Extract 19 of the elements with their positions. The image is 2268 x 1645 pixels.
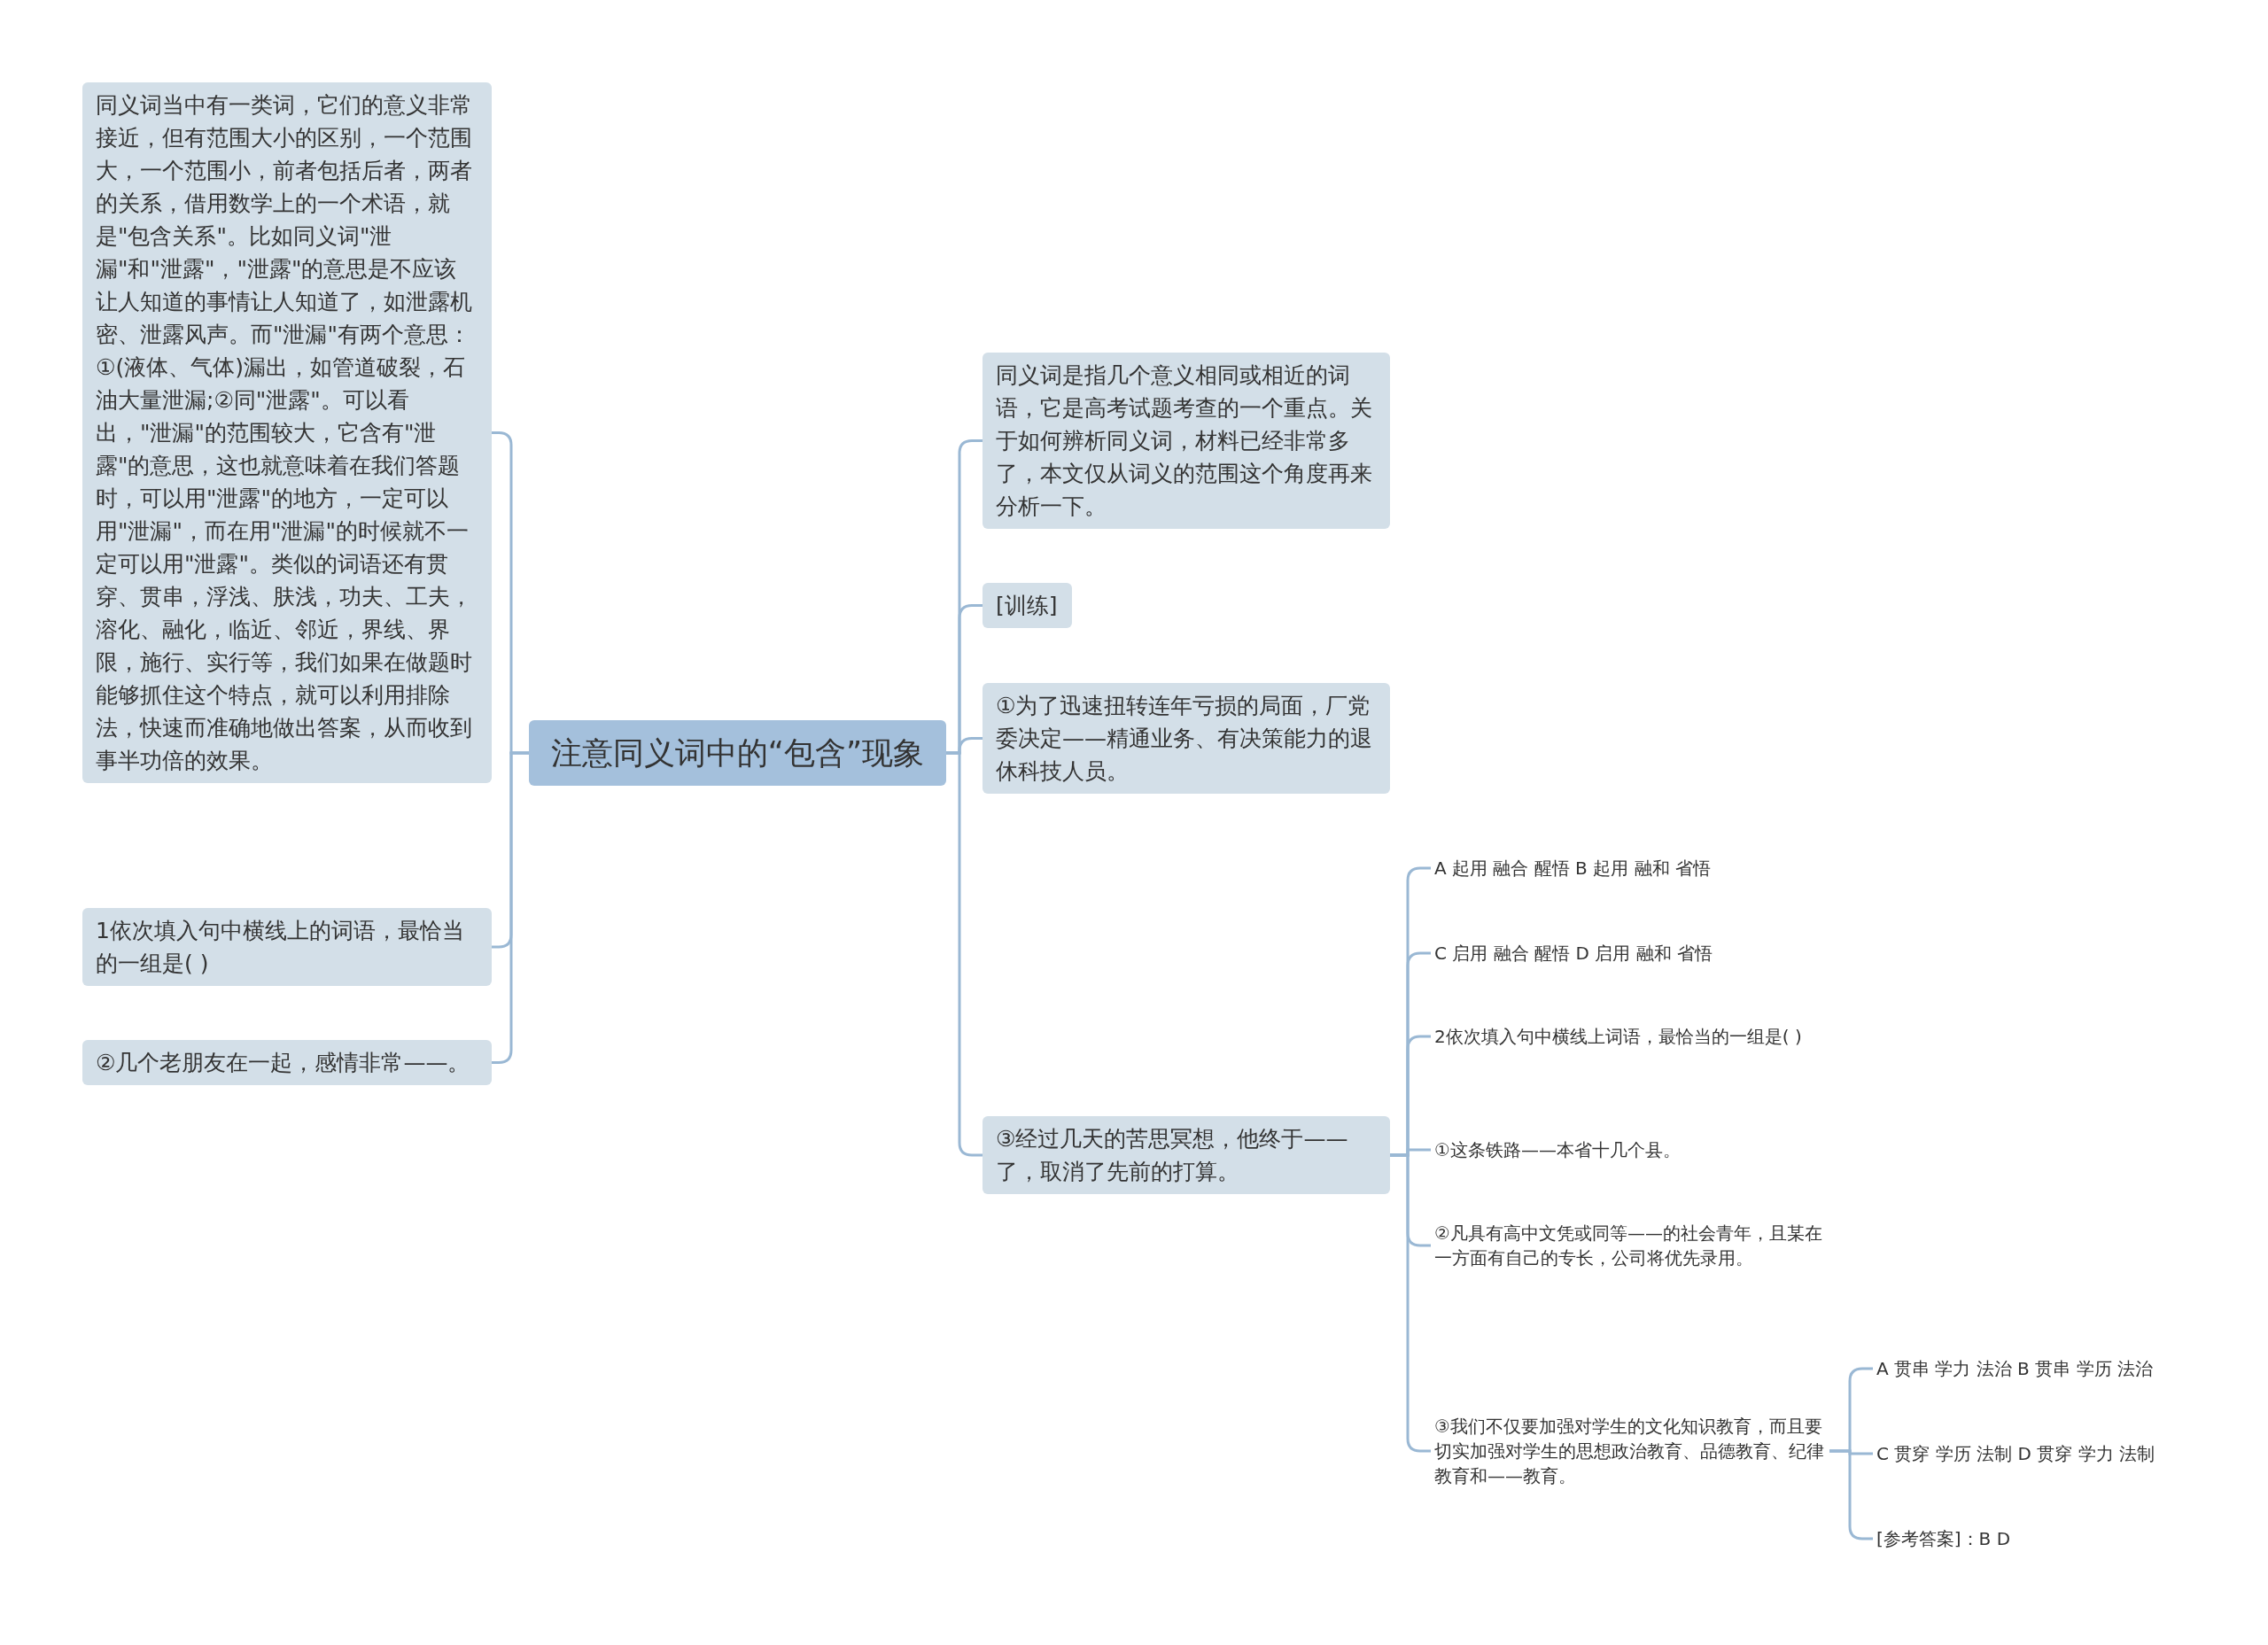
topic-text: A 起用 融合 醒悟 B 起用 融和 省悟 bbox=[1431, 852, 1803, 884]
topic-text: 2依次填入句中横线上词语，最恰当的一组是( ) bbox=[1431, 1020, 1829, 1052]
topic-text: C 启用 融合 醒悟 D 启用 融和 省悟 bbox=[1431, 937, 1803, 969]
topic-text: A 贯串 学力 法治 B 贯串 学历 法治 bbox=[1873, 1353, 2245, 1385]
central-topic: 注意同义词中的“包含”现象 bbox=[529, 720, 946, 786]
connector-line bbox=[946, 751, 983, 1157]
topic-box: ①为了迅速扭转连年亏损的局面，厂党委决定——精通业务、有决策能力的退休科技人员。 bbox=[983, 683, 1390, 794]
connector-line bbox=[492, 751, 529, 1064]
topic-text: C 贯穿 学历 法制 D 贯穿 学力 法制 bbox=[1873, 1438, 2245, 1470]
topic-box: ③经过几天的苦思冥想，他终于——了，取消了先前的打算。 bbox=[983, 1116, 1390, 1194]
topic-box: 1依次填入句中横线上的词语，最恰当的一组是( ) bbox=[82, 908, 492, 986]
topic-box: ②几个老朋友在一起，感情非常——。 bbox=[82, 1040, 492, 1085]
topic-text: ①这条铁路——本省十几个县。 bbox=[1431, 1134, 1803, 1166]
topic-text: [参考答案]：B D bbox=[1873, 1523, 2245, 1555]
topic-box: 同义词当中有一类词，它们的意义非常接近，但有范围大小的区别，一个范围大，一个范围小，前者包括后者，两者的关系，借用数学上的一个术语，就是"包含关系"。比如同义词"泄漏"和"泄露"，"泄露"的意思是不应该让人知道的事情让人知道了，如泄露机密、泄露风声。而"泄漏"有两个意思：①(液体、气体)漏出，如管道破裂，石油大量泄漏;②同"泄露"。可以看出，"泄漏"的范围较大，它含有"泄露"的意思，这也就意味着在我们答题时，可以用"泄露"的地方，一定可以用"泄漏"，而在用"泄漏"的时候就不一定可以用"泄露"。类似的词语还有贯穿、贯串，浮浅、肤浅，功夫、工夫，溶化、融化，临近、邻近，界线、界限，施行、实行等，我们如果在做题时能够抓住这个特点，就可以利用排除法，快速而准确地做出答案，从而收到事半功倍的效果。 bbox=[82, 82, 492, 783]
topic-text: ③我们不仅要加强对学生的文化知识教育，而且要切实加强对学生的思想政治教育、品德教育、纪律教育和——教育。 bbox=[1431, 1410, 1829, 1492]
topic-text: ②凡具有高中文凭或同等——的社会青年，且某在一方面有自己的专长，公司将优先录用。 bbox=[1431, 1217, 1829, 1274]
topic-box: 同义词是指几个意义相同或相近的词语，它是高考试题考查的一个重点。关于如何辨析同义词，材料已经非常多了，本文仅从词义的范围这个角度再来分析一下。 bbox=[983, 353, 1390, 529]
topic-box: [训练] bbox=[983, 583, 1072, 628]
